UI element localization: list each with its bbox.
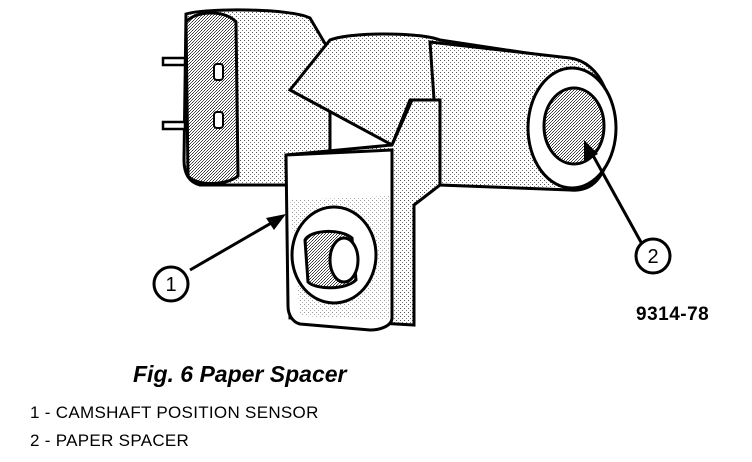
camshaft-position-sensor — [284, 32, 618, 332]
legend-item-1: 1 - CAMSHAFT POSITION SENSOR — [30, 403, 319, 422]
callout-1: 1 — [152, 265, 190, 303]
callout-2-number: 2 — [647, 246, 658, 268]
legend-item-number: 2 — [30, 431, 40, 450]
legend-item-label: CAMSHAFT POSITION SENSOR — [55, 403, 319, 422]
leader-arrow-2 — [584, 140, 644, 245]
figure-code: 9314-78 — [636, 304, 710, 325]
legend-item-label: PAPER SPACER — [55, 431, 190, 450]
callout-2: 2 — [634, 237, 672, 275]
leader-arrow-1 — [189, 214, 286, 272]
legend-item-2: 2 - PAPER SPACER — [30, 431, 190, 450]
figure-caption: Fig. 6 Paper Spacer — [133, 361, 347, 387]
legend-item-number: 1 — [30, 403, 40, 422]
connector-body — [161, 8, 332, 187]
callout-1-number: 1 — [165, 274, 176, 296]
